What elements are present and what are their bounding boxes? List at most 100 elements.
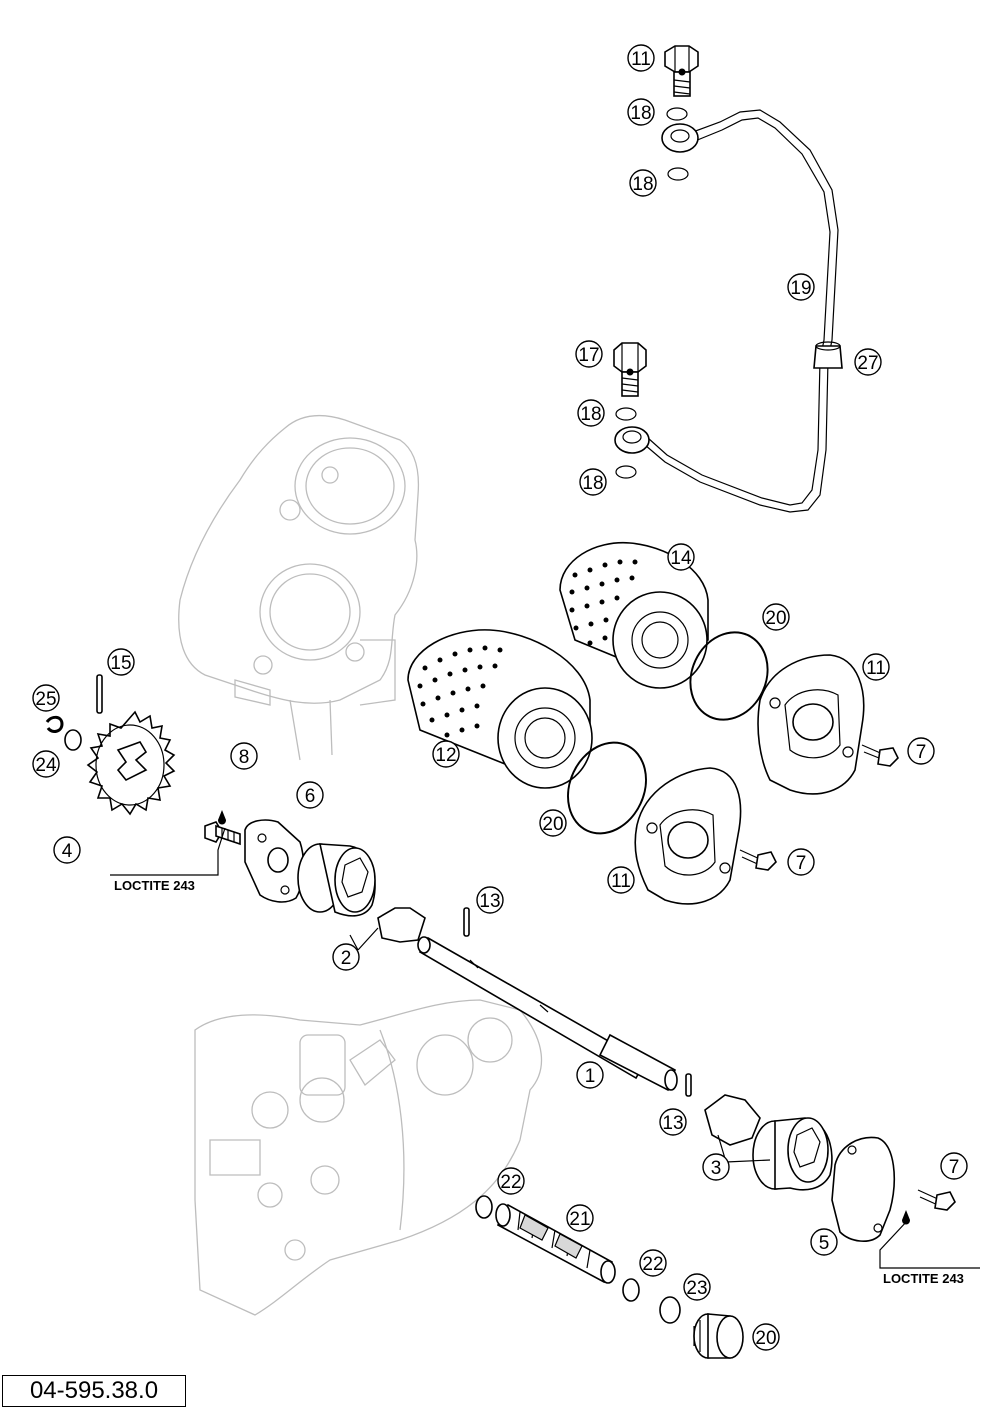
svg-text:18: 18 bbox=[582, 473, 603, 494]
leader-lines bbox=[110, 827, 980, 1269]
drain-plug-21 bbox=[693, 1313, 744, 1359]
oil-strainer-22 bbox=[495, 1203, 616, 1284]
callout-21: 20 bbox=[752, 1323, 780, 1351]
callout-25: 24 bbox=[32, 750, 60, 778]
callout-24: 23 bbox=[683, 1273, 711, 1301]
o-ring-23-right bbox=[622, 1278, 640, 1302]
svg-text:13: 13 bbox=[662, 1113, 683, 1134]
callout-5: 5 bbox=[810, 1228, 838, 1256]
svg-text:2: 2 bbox=[341, 948, 352, 969]
circlip-26 bbox=[45, 715, 64, 733]
callout-11-b: 11 bbox=[607, 866, 635, 894]
o-ring-20-upper bbox=[689, 631, 769, 721]
banjo-bolt-17 bbox=[613, 342, 647, 397]
svg-text:5: 5 bbox=[819, 1233, 830, 1254]
engine-case-outline-upper bbox=[178, 414, 420, 761]
svg-text:11: 11 bbox=[631, 49, 651, 70]
dowel-pin-15-upper bbox=[463, 907, 470, 937]
washer-18-d bbox=[615, 465, 637, 479]
callout-15-a: 13 bbox=[476, 886, 504, 914]
svg-text:25: 25 bbox=[35, 689, 56, 710]
o-ring-23-left bbox=[475, 1195, 493, 1219]
svg-text:7: 7 bbox=[949, 1157, 960, 1178]
clamp-sleeve-27 bbox=[813, 341, 843, 369]
svg-text:3: 3 bbox=[711, 1158, 722, 1179]
dowel-pin-15-lower bbox=[685, 1073, 692, 1097]
callout-18-a: 18 bbox=[627, 98, 655, 126]
callout-17: 17 bbox=[575, 340, 603, 368]
dowel-pin-14 bbox=[96, 674, 103, 714]
pump-cover-6 bbox=[244, 819, 305, 903]
engine-case-outline-lower bbox=[194, 999, 543, 1316]
oil-filter-12 bbox=[407, 629, 593, 789]
svg-text:4: 4 bbox=[62, 841, 73, 862]
callout-14: 15 bbox=[107, 648, 135, 676]
callout-27: 27 bbox=[854, 348, 882, 376]
svg-text:20: 20 bbox=[765, 608, 786, 629]
callout-7-b: 7 bbox=[787, 848, 815, 876]
callout-22: 21 bbox=[566, 1204, 594, 1232]
callout-19: 19 bbox=[787, 273, 815, 301]
callout-18-c: 18 bbox=[577, 399, 605, 427]
pump-cover-5 bbox=[831, 1136, 910, 1242]
washer-18-c bbox=[615, 407, 637, 421]
svg-text:20: 20 bbox=[755, 1328, 776, 1349]
callout-12: 12 bbox=[432, 740, 460, 768]
washer-18-a bbox=[666, 107, 688, 121]
pump-shaft-1 bbox=[417, 936, 678, 1092]
callout-4: 4 bbox=[53, 836, 81, 864]
callout-23-a: 22 bbox=[497, 1167, 525, 1195]
svg-text:14: 14 bbox=[670, 548, 692, 569]
svg-text:19: 19 bbox=[790, 278, 811, 299]
diagram-code-label: 04-595.38.0 bbox=[2, 1375, 186, 1407]
callout-2: 2 bbox=[332, 943, 360, 971]
callout-1: 1 bbox=[576, 1061, 604, 1089]
svg-text:17: 17 bbox=[578, 345, 599, 366]
oil-line-19 bbox=[614, 109, 839, 513]
oil-filter-13 bbox=[559, 541, 709, 689]
pump-rotor-2 bbox=[297, 843, 426, 943]
callout-26: 25 bbox=[32, 684, 60, 712]
callout-7-c: 7 bbox=[940, 1152, 968, 1180]
callout-6: 6 bbox=[296, 781, 324, 809]
washer-25 bbox=[64, 729, 82, 751]
svg-text:23: 23 bbox=[686, 1278, 707, 1299]
svg-text:18: 18 bbox=[632, 174, 653, 195]
bolt-7-c bbox=[917, 1189, 956, 1211]
svg-text:18: 18 bbox=[580, 404, 601, 425]
callout-23-b: 22 bbox=[639, 1249, 667, 1277]
svg-text:22: 22 bbox=[500, 1172, 521, 1193]
callout-18-b: 18 bbox=[629, 169, 657, 197]
callout-11-a: 11 bbox=[862, 653, 890, 681]
callout-20-b: 20 bbox=[539, 809, 567, 837]
svg-text:11: 11 bbox=[866, 658, 886, 679]
callout-3: 3 bbox=[702, 1153, 730, 1181]
pump-rotor-3 bbox=[704, 1094, 833, 1191]
oil-pump-gear-4 bbox=[86, 710, 176, 816]
filter-cover-11-upper bbox=[757, 654, 865, 795]
o-ring-24 bbox=[659, 1296, 681, 1324]
svg-text:27: 27 bbox=[857, 353, 878, 374]
svg-text:15: 15 bbox=[110, 653, 131, 674]
bolt-7-a bbox=[861, 744, 899, 767]
bolt-7-b bbox=[739, 849, 777, 871]
svg-text:11: 11 bbox=[611, 871, 631, 892]
svg-text:6: 6 bbox=[305, 786, 316, 807]
svg-text:1: 1 bbox=[585, 1066, 596, 1087]
callout-20-a: 20 bbox=[762, 603, 790, 631]
svg-text:12: 12 bbox=[435, 745, 456, 766]
filter-cover-11-lower bbox=[634, 767, 742, 905]
svg-text:22: 22 bbox=[642, 1254, 663, 1275]
loctite-label-right: LOCTITE 243 bbox=[883, 1271, 964, 1286]
screw-8 bbox=[204, 810, 241, 846]
svg-text:24: 24 bbox=[35, 755, 57, 776]
svg-text:21: 21 bbox=[569, 1209, 590, 1230]
callout-8: 8 bbox=[230, 742, 258, 770]
banjo-bolt-16 bbox=[664, 45, 699, 97]
washer-18-b bbox=[667, 167, 689, 181]
o-ring-20-lower bbox=[567, 741, 647, 835]
svg-text:8: 8 bbox=[239, 747, 250, 768]
loctite-label-left: LOCTITE 243 bbox=[114, 878, 195, 893]
svg-text:18: 18 bbox=[630, 103, 651, 124]
